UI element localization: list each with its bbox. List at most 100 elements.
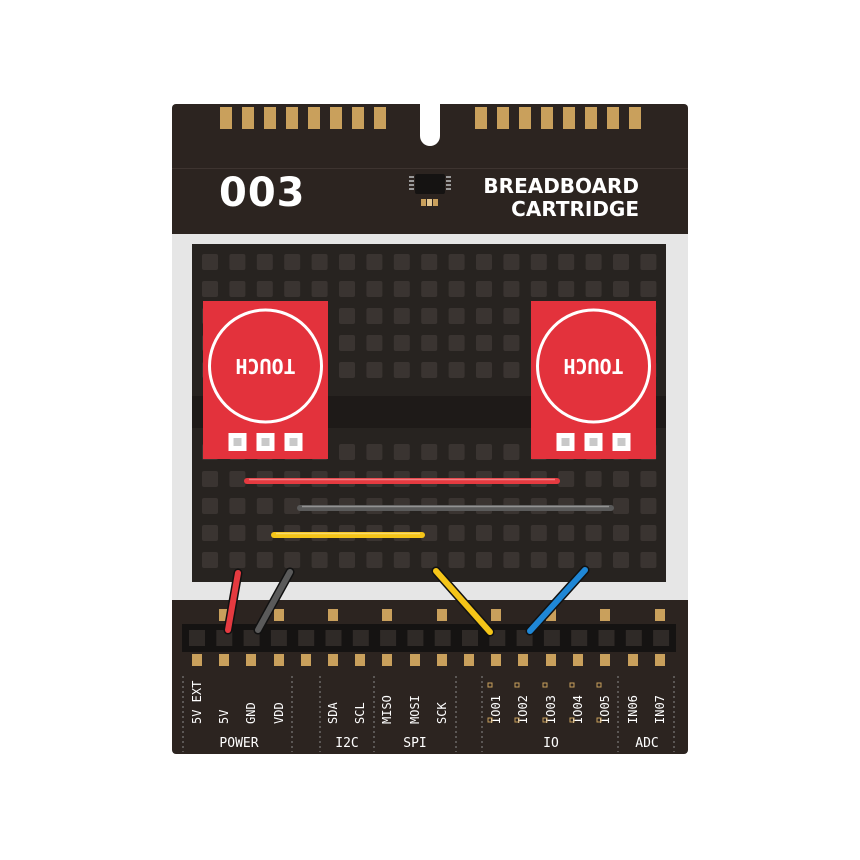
- pin-label: MISO: [380, 695, 394, 724]
- pad: [437, 609, 447, 621]
- breadboard-hole: [421, 362, 438, 378]
- pad: [655, 654, 665, 666]
- pin-label: IO05: [598, 695, 612, 724]
- pin-label: IO02: [516, 695, 530, 724]
- pin-header-holes: [189, 630, 670, 646]
- breadboard-hole: [393, 254, 410, 270]
- pin-label: MOSI: [408, 695, 422, 724]
- edge-contact: [629, 107, 641, 129]
- breadboard-hole: [613, 498, 629, 514]
- pin-label: SDA: [326, 702, 340, 724]
- pad: [600, 609, 610, 621]
- touch-pad[interactable]: [536, 308, 651, 424]
- touch-label: TOUCH: [563, 354, 623, 378]
- red-wire-segment[interactable]: [244, 478, 560, 484]
- breadboard-hole: [503, 281, 520, 297]
- pad: [355, 654, 365, 666]
- breadboard-hole: [311, 254, 328, 270]
- breadboard-hole: [202, 498, 218, 514]
- breadboard-hole: [503, 525, 520, 541]
- breadboard-hole: [421, 335, 438, 351]
- pad: [410, 654, 420, 666]
- pad: [274, 609, 284, 621]
- pad: [573, 654, 583, 666]
- header-hole: [434, 630, 451, 646]
- pad: [437, 654, 447, 666]
- blue-wire-jumper[interactable]: [525, 565, 590, 636]
- breadboard-hole: [229, 552, 246, 568]
- pin-label: 5V: [217, 710, 231, 724]
- breadboard-hole: [393, 281, 410, 297]
- breadboard-hole: [640, 281, 657, 297]
- breadboard-hole: [558, 552, 575, 568]
- red-wire-jumper[interactable]: [223, 568, 243, 635]
- breadboard-hole: [585, 254, 602, 270]
- breadboard-hole: [448, 281, 465, 297]
- breadboard-hole: [558, 525, 575, 541]
- cartridge-notch: [420, 104, 440, 146]
- header-hole: [352, 630, 369, 646]
- pin-label: IO01: [489, 695, 503, 724]
- edge-contact: [264, 107, 276, 129]
- breadboard-hole: [476, 362, 492, 378]
- breadboard-hole: [393, 335, 410, 351]
- pad: [655, 609, 665, 621]
- header-hole: [571, 630, 588, 646]
- breadboard-hole: [530, 281, 547, 297]
- pad: [219, 609, 229, 621]
- breadboard-hole: [311, 552, 328, 568]
- edge-contact: [497, 107, 509, 129]
- breadboard-hole: [448, 335, 465, 351]
- group-label-power: POWER: [219, 736, 258, 751]
- breadboard-hole: [476, 552, 492, 568]
- pin-label: 5V EXT: [190, 681, 204, 724]
- pad: [382, 654, 392, 666]
- breadboard-hole: [421, 308, 438, 324]
- breadboard-hole: [448, 552, 465, 568]
- breadboard-hole: [503, 362, 520, 378]
- yellow-wire-segment[interactable]: [271, 532, 425, 538]
- header-hole: [270, 630, 287, 646]
- breadboard-hole: [558, 281, 575, 297]
- breadboard-hole: [229, 281, 246, 297]
- breadboard-hole: [256, 552, 273, 568]
- breadboard-hole: [339, 281, 355, 297]
- group-label-spi: SPI: [403, 736, 426, 751]
- pin-label: IN06: [626, 695, 640, 724]
- breadboard-hole: [585, 525, 602, 541]
- pin-label: SCK: [435, 702, 449, 724]
- breadboard-hole: [558, 254, 575, 270]
- yellow-wire-jumper[interactable]: [431, 566, 495, 637]
- pad: [246, 654, 256, 666]
- breadboard-hole: [585, 281, 602, 297]
- breadboard-hole: [476, 254, 492, 270]
- group-label-io: IO: [543, 736, 559, 751]
- breadboard-hole: [421, 444, 438, 460]
- edge-contact: [374, 107, 386, 129]
- gray-wire-jumper[interactable]: [253, 567, 295, 635]
- edge-contact: [475, 107, 487, 129]
- breadboard-hole: [448, 254, 465, 270]
- touch-pad[interactable]: [208, 308, 323, 424]
- gray-wire-segment[interactable]: [297, 505, 614, 511]
- cartridge-number: 003: [219, 170, 306, 216]
- breadboard-hole: [202, 552, 218, 568]
- pin-label: IO04: [571, 695, 585, 724]
- pin-label: SCL: [353, 702, 367, 724]
- breadboard-hole: [284, 552, 301, 568]
- edge-contact: [541, 107, 553, 129]
- pad: [600, 654, 610, 666]
- breadboard-hole: [613, 281, 629, 297]
- breadboard-hole: [448, 362, 465, 378]
- breadboard-hole: [339, 552, 355, 568]
- chip-icon: [409, 174, 451, 206]
- breadboard-hole: [202, 525, 218, 541]
- pad: [491, 654, 501, 666]
- edge-contact: [220, 107, 232, 129]
- edge-contact: [607, 107, 619, 129]
- breadboard-hole: [613, 525, 629, 541]
- pin-pads: [192, 609, 665, 666]
- group-label-i2c: I2C: [335, 736, 358, 751]
- cartridge-title-line1: BREADBOARD: [483, 174, 639, 198]
